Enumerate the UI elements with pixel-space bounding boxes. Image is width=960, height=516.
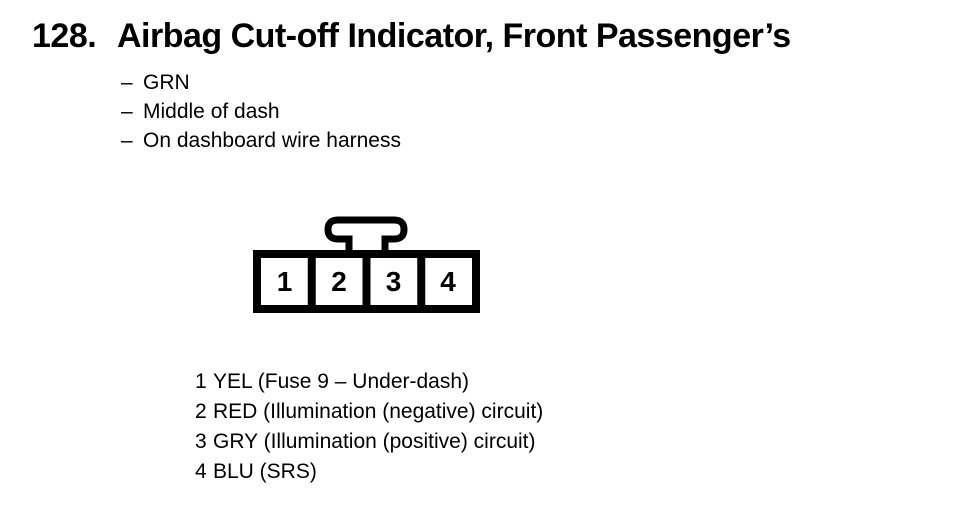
- detail-list: – GRN – Middle of dash – On dashboard wi…: [121, 68, 401, 155]
- dash-bullet: –: [121, 129, 133, 152]
- pin-number: 4: [195, 460, 207, 483]
- detail-text: Middle of dash: [143, 100, 280, 123]
- pin-cell-number: 1: [277, 266, 293, 297]
- pin-cell-number: 4: [440, 266, 456, 297]
- entry-title: Airbag Cut-off Indicator, Front Passenge…: [117, 17, 791, 55]
- dash-bullet: –: [121, 71, 133, 94]
- pin-number: 3: [195, 430, 207, 453]
- pin-description: BLU (SRS): [213, 460, 317, 483]
- connector-diagram: 1 2 3 4: [253, 216, 480, 313]
- pin-row: 2 RED (Illumination (negative) circuit): [195, 397, 543, 427]
- pin-row: 4 BLU (SRS): [195, 457, 543, 487]
- pin-description: RED (Illumination (negative) circuit): [213, 400, 544, 423]
- detail-item: – Middle of dash: [121, 97, 401, 126]
- connector-key-tab: [324, 216, 408, 258]
- pin-description: GRY (Illumination (positive) circuit): [213, 430, 536, 453]
- detail-item: – On dashboard wire harness: [121, 126, 401, 155]
- pin-row: 1 YEL (Fuse 9 – Under-dash): [195, 367, 543, 397]
- detail-text: GRN: [143, 71, 190, 94]
- detail-item: – GRN: [121, 68, 401, 97]
- pin-legend: 1 YEL (Fuse 9 – Under-dash) 2 RED (Illum…: [195, 367, 543, 487]
- pin-description: YEL (Fuse 9 – Under-dash): [213, 370, 470, 393]
- entry-number: 128.: [32, 17, 97, 55]
- dash-bullet: –: [121, 100, 133, 123]
- pin-row: 3 GRY (Illumination (positive) circuit): [195, 427, 543, 457]
- pin-number: 1: [195, 370, 207, 393]
- pin-cell-number: 2: [331, 266, 347, 297]
- detail-text: On dashboard wire harness: [143, 129, 401, 152]
- pin-cell-number: 3: [386, 266, 402, 297]
- page-title: 128. Airbag Cut-off Indicator, Front Pass…: [32, 19, 791, 53]
- pin-number: 2: [195, 400, 207, 423]
